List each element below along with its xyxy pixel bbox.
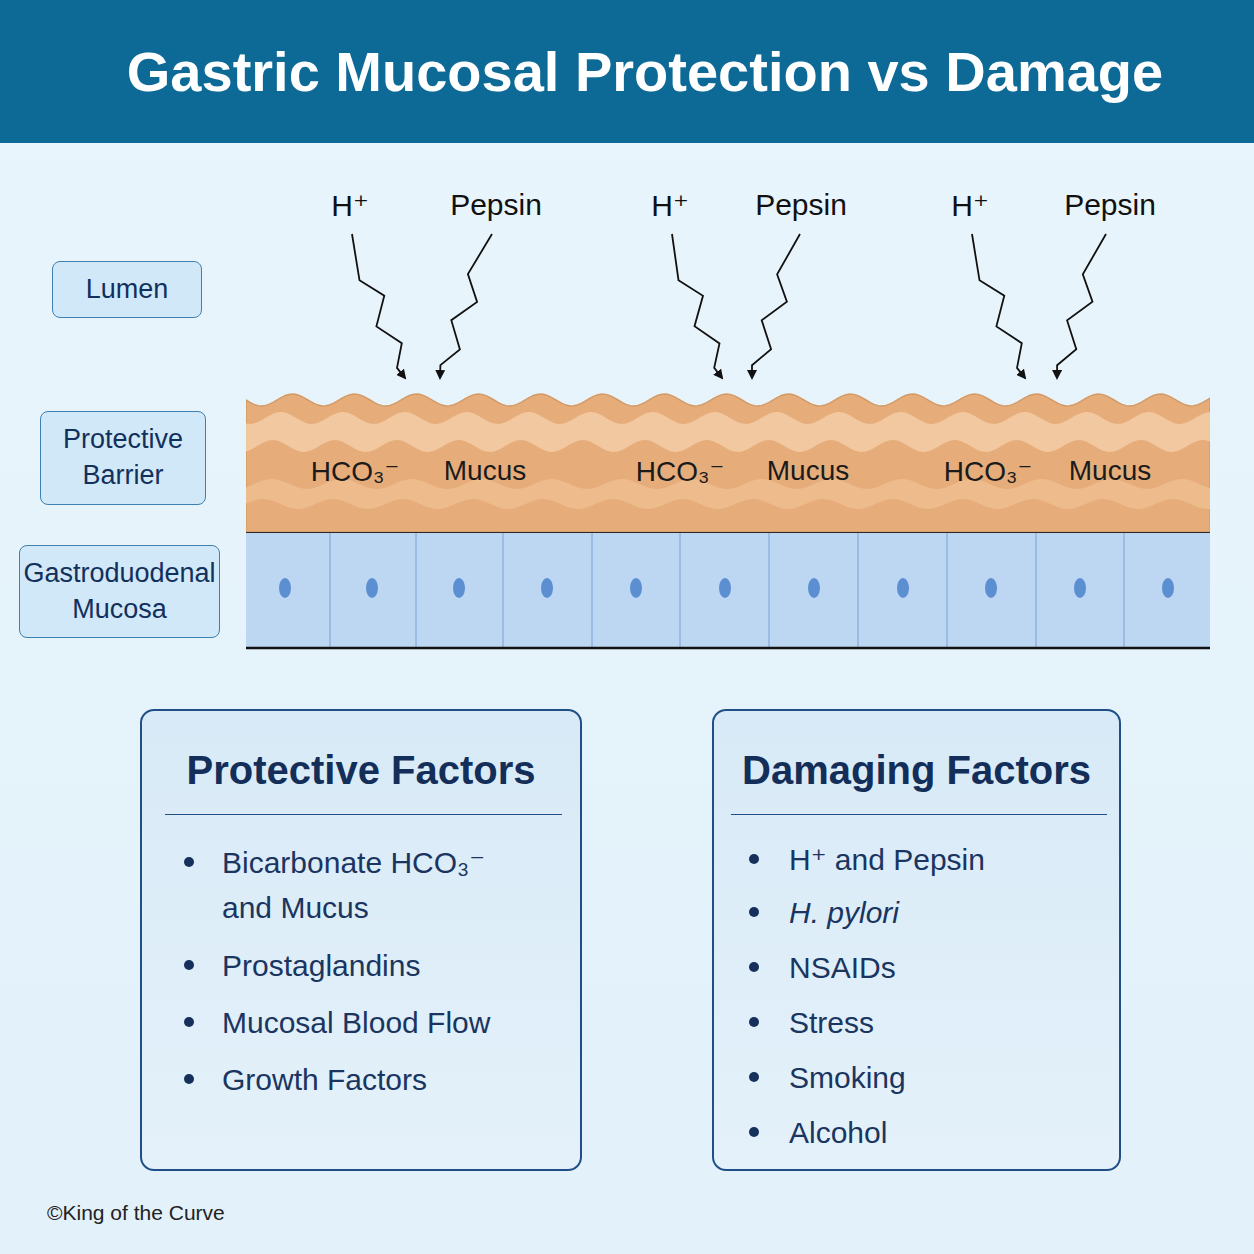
agent-label: H⁺	[651, 188, 689, 223]
cell-walls	[330, 532, 1124, 648]
barrier-label: HCO₃⁻	[944, 455, 1032, 488]
bullet-dot	[749, 1127, 759, 1137]
bullet-dot	[184, 1017, 194, 1027]
lightning-arrow	[1057, 234, 1106, 378]
barrier-band: HCO₃⁻ Mucus HCO₃⁻ Mucus HCO₃⁻ Mucus	[246, 388, 1210, 532]
agent-label: H⁺	[331, 188, 369, 223]
bullet-dot	[749, 854, 759, 864]
bullet-dot	[749, 1072, 759, 1082]
bullet-dot	[749, 907, 759, 917]
cell-nuclei	[279, 578, 1174, 598]
box-label: Lumen	[86, 272, 169, 308]
list-item: Prostaglandins	[222, 943, 420, 988]
lightning-arrow	[440, 234, 492, 378]
side-label-box: Gastroduodenal Mucosa	[19, 545, 220, 638]
list-item: Bicarbonate HCO₃⁻ and Mucus	[222, 840, 522, 930]
copyright-note: ©King of the Curve	[47, 1201, 225, 1225]
barrier-label: HCO₃⁻	[311, 455, 399, 488]
list-heading: Protective Factors	[142, 745, 580, 795]
list-item: Growth Factors	[222, 1057, 427, 1102]
lightning-arrow	[972, 234, 1025, 378]
heading-rule	[731, 814, 1107, 815]
factor-box: Protective FactorsBicarbonate HCO₃⁻ and …	[140, 709, 582, 1171]
agent-label: Pepsin	[755, 188, 847, 222]
heading-rule	[165, 814, 562, 815]
bullet-dot	[749, 962, 759, 972]
mucus-wave	[246, 412, 1210, 452]
list-item: Alcohol	[789, 1110, 887, 1155]
lightning-arrow	[672, 234, 722, 378]
barrier-label: Mucus	[1069, 455, 1151, 487]
cell-layer	[246, 532, 1210, 648]
bullet-dot	[749, 1017, 759, 1027]
barrier-label: Mucus	[767, 455, 849, 487]
barrier-fill	[246, 394, 1210, 532]
list-item: NSAIDs	[789, 945, 896, 990]
bullet-dot	[184, 857, 194, 867]
barrier-label: Mucus	[444, 455, 526, 487]
box-label: Gastroduodenal Mucosa	[20, 556, 219, 627]
side-label-box: Protective Barrier	[40, 411, 206, 505]
list-heading: Damaging Factors	[714, 745, 1119, 795]
list-item: H. pylori	[789, 890, 899, 935]
list-item: Stress	[789, 1000, 874, 1045]
agent-label: H⁺	[951, 188, 989, 223]
bullet-dot	[184, 960, 194, 970]
list-item: Smoking	[789, 1055, 906, 1100]
title-text: Gastric Mucosal Protection vs Damage	[40, 0, 1250, 143]
factor-box: Damaging Factors H⁺ and Pepsin H. pyloriNS…	[712, 709, 1121, 1171]
box-label: Protective Barrier	[41, 422, 205, 493]
side-label-box: Lumen	[52, 261, 202, 318]
list-item: Mucosal Blood Flow	[222, 1000, 490, 1045]
agent-label: Pepsin	[1064, 188, 1156, 222]
agent-label: Pepsin	[450, 188, 542, 222]
barrier-label: HCO₃⁻	[636, 455, 724, 488]
lightning-arrow	[752, 234, 800, 378]
bullet-dot	[184, 1074, 194, 1084]
list-item: H⁺ and Pepsin	[789, 837, 985, 882]
mucosa-base	[246, 647, 1210, 650]
lightning-arrow	[352, 234, 405, 378]
